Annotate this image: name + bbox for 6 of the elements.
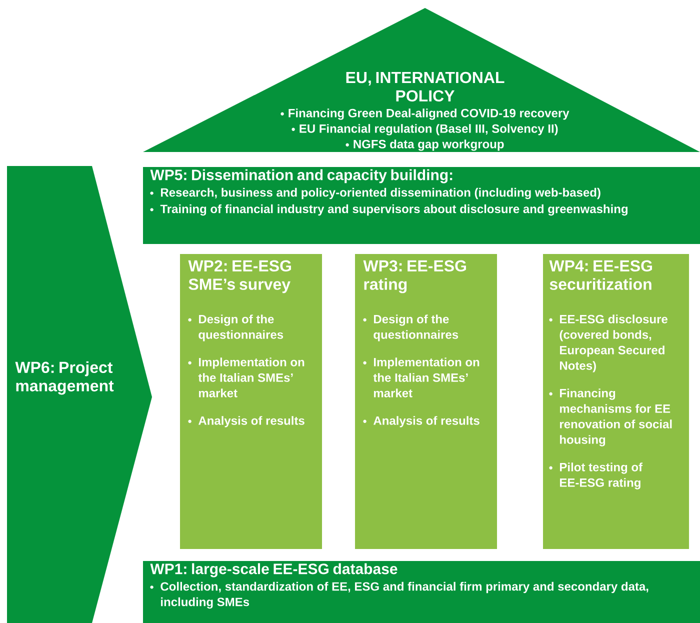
column-box: WP4: EE-ESG securitization EE-ESG disclosure (covered bonds, European Secured Notes) Financing mechanisms for EE renovation of social housing Pilot testing of EE-ESG rating [543,254,689,549]
roof-triangle: EU, INTERNATIONAL POLICY Financing Green Deal-aligned COVID-19 recovery EU Financial regulation (Basel III, Solvency II) NGFS data gap workgroup [143,8,700,152]
banner-box: WP1: large-scale EE-ESG database Collection, standardization of EE, ESG and financial firm primary and secondary data, including SMEs [143,561,700,623]
banner-box: WP5: Dissemination and capacity building: Research, business and policy-oriented dissemination (including web-based) Training of financial industry and supervisors about disclosure and greenwashing [143,167,700,244]
column-box: WP2: EE-ESG SME’s survey Design of the questionnaires Implementation on the Italian SMEs’ market Analysis of results [180,254,322,549]
column-box: WP3: EE-ESG rating Design of the questionnaires Implementation on the Italian SMEs’ market Analysis of results [355,254,497,549]
